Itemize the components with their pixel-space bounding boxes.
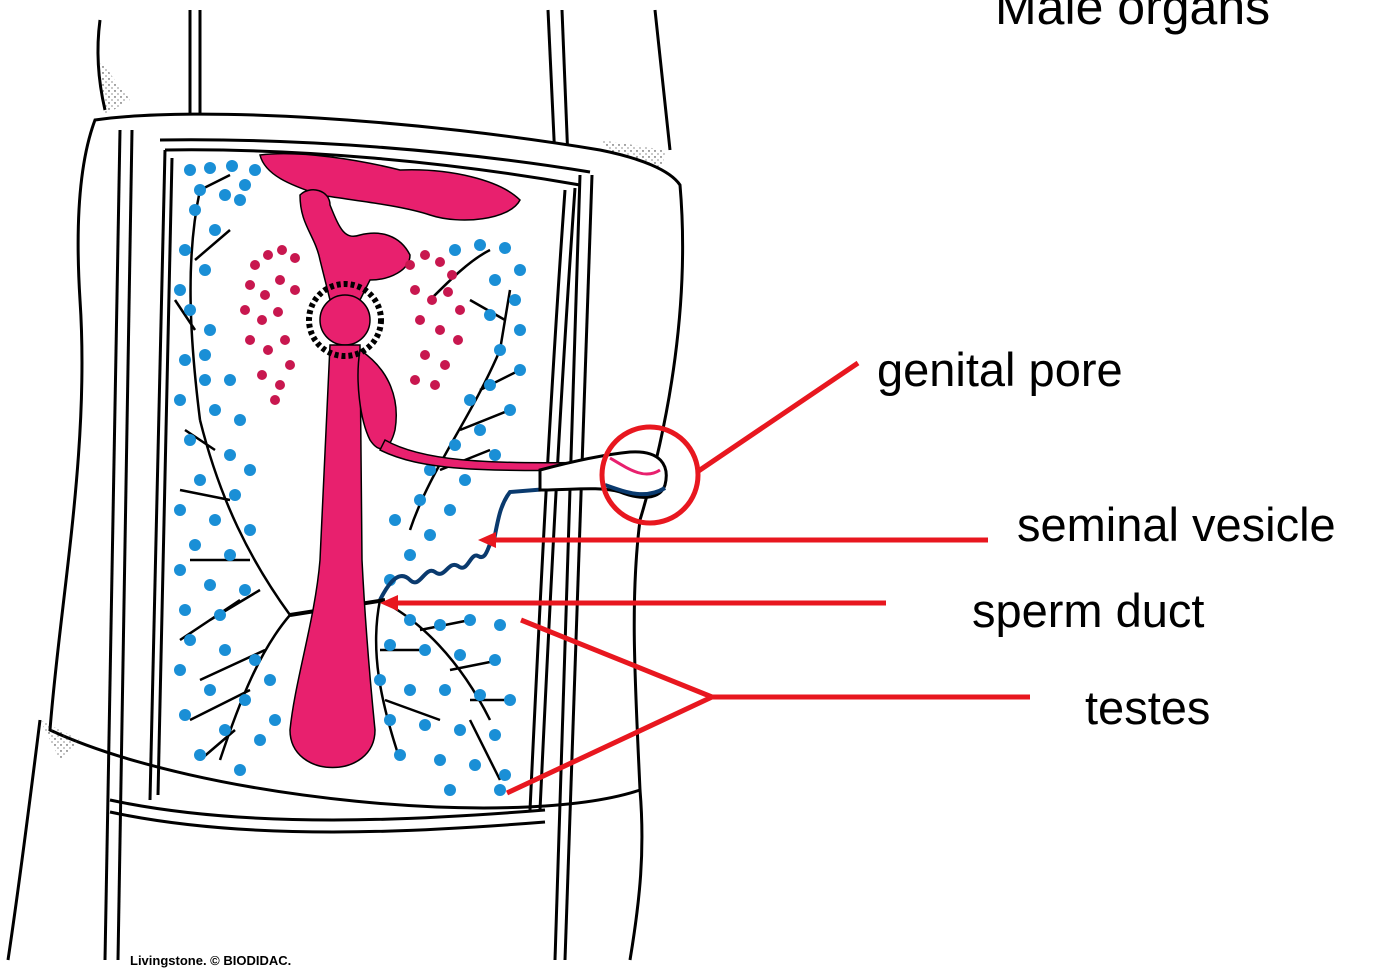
image-credit: Livingstone. © BIODIDAC.	[130, 953, 291, 968]
sperm-duct-label: sperm duct	[972, 587, 1204, 634]
page-title: Male organs	[995, 0, 1270, 32]
genital-pore-label: genital pore	[877, 346, 1123, 393]
stipple-shading	[100, 60, 130, 115]
testes-label: testes	[1085, 684, 1210, 731]
seminal-vesicle-label: seminal vesicle	[1017, 501, 1336, 548]
genital-pore-pointer	[697, 363, 858, 472]
